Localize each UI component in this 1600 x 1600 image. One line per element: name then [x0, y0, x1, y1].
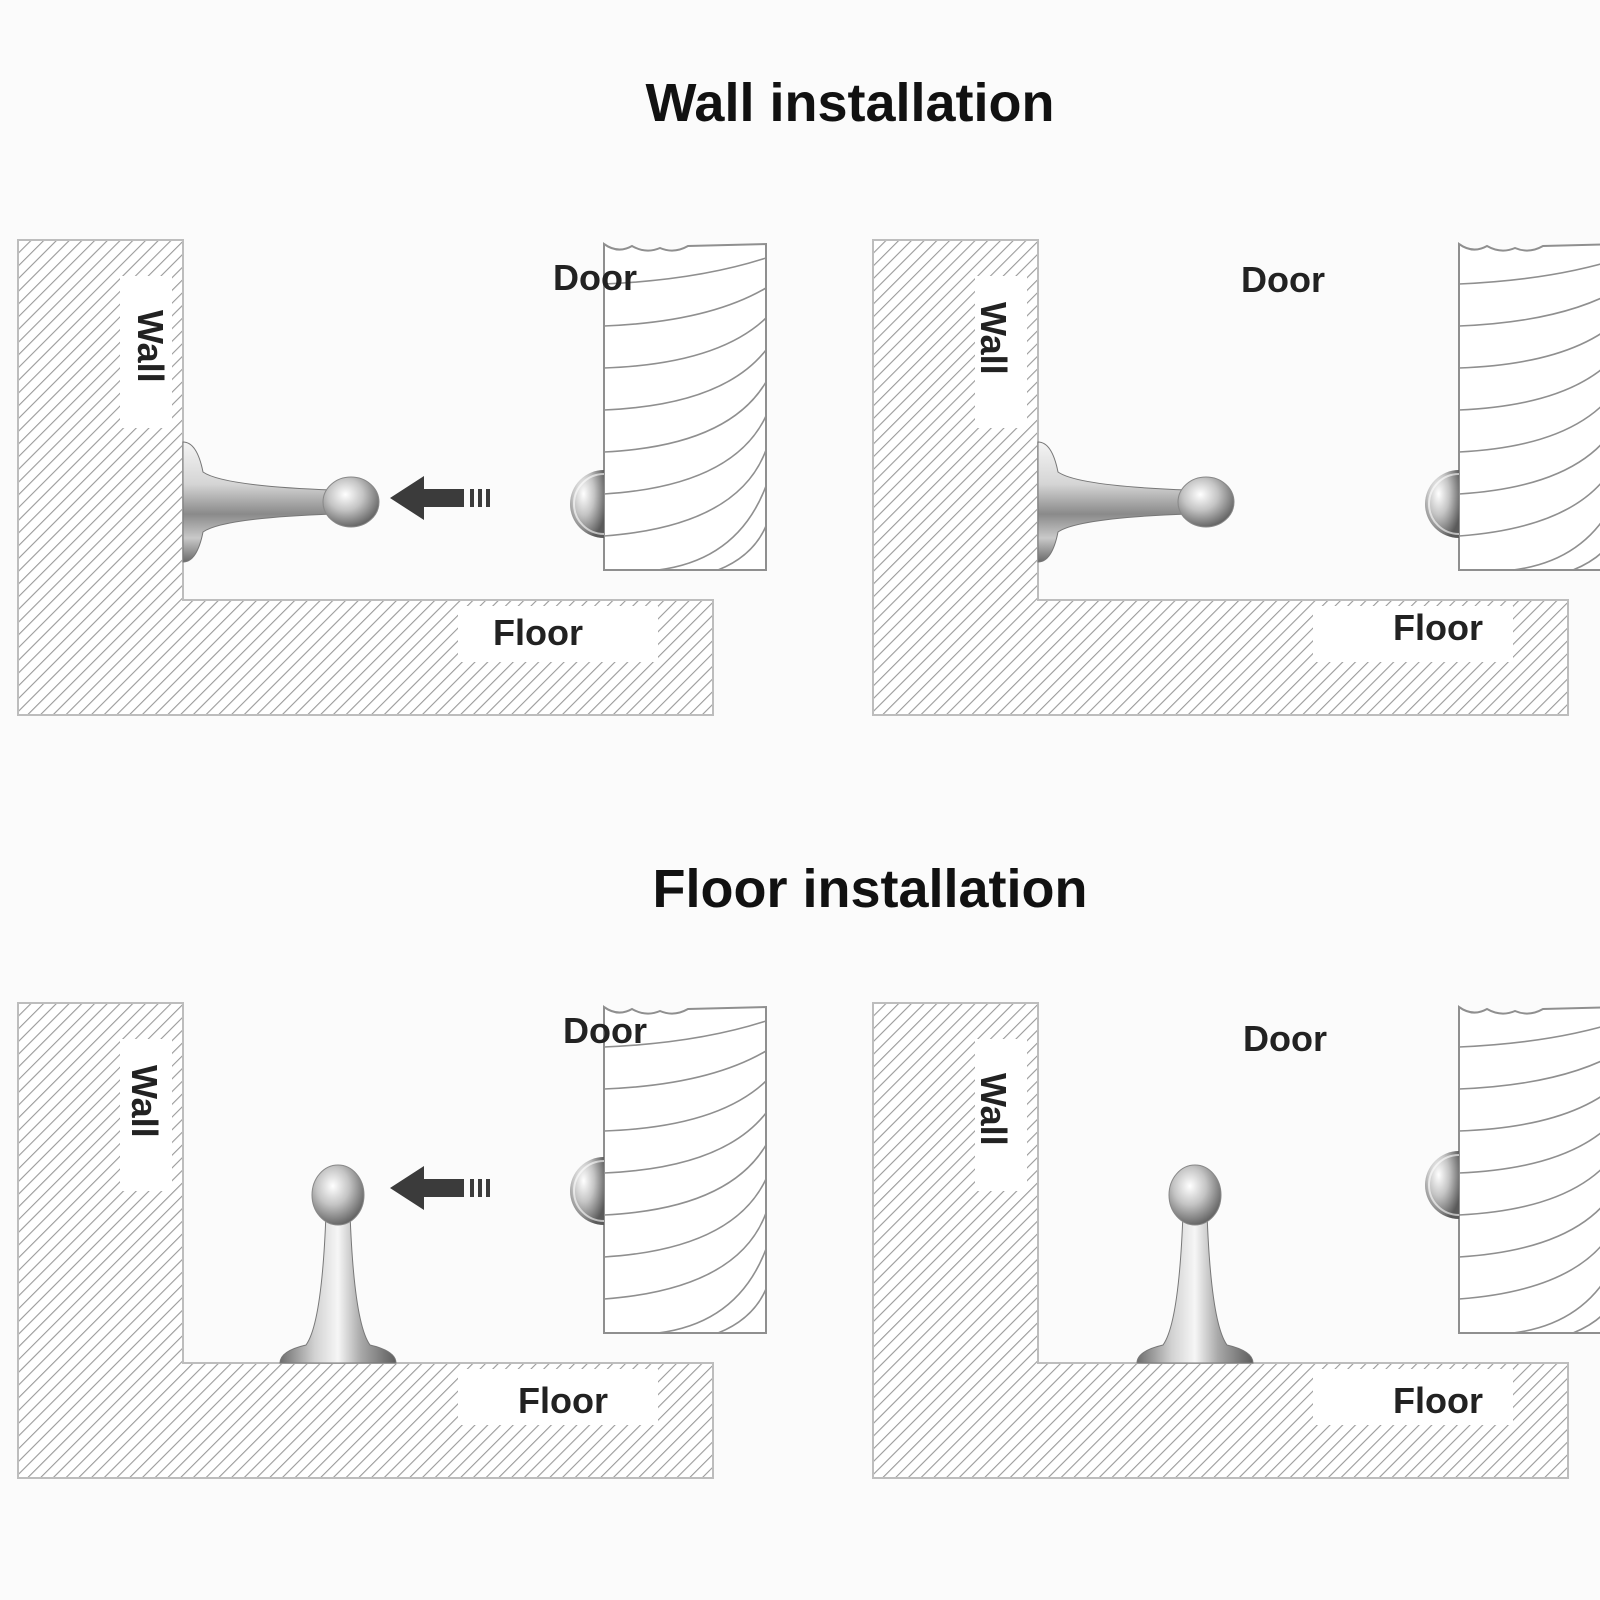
panel-wall-separated: Wall Door Floor	[17, 239, 767, 716]
panel-floor-attached: Wall Door Floor	[872, 1002, 1600, 1479]
magnetic-stopper-icon	[1037, 441, 1235, 563]
wall-label: Wall	[124, 1065, 165, 1138]
door-catch-icon	[1424, 469, 1460, 539]
door-catch-icon	[569, 1156, 605, 1226]
door-catch-icon	[1424, 1150, 1460, 1220]
door-label: Door	[563, 1010, 647, 1051]
magnetic-stopper-icon	[279, 1164, 397, 1364]
arrow-left-icon	[390, 476, 490, 520]
panel-floor-separated: Wall Door Floor	[17, 1002, 767, 1479]
floor-installation-title: Floor installation	[652, 859, 1088, 919]
door-label: Door	[553, 257, 637, 298]
door-catch-icon	[569, 469, 605, 539]
floor-label: Floor	[1393, 1380, 1483, 1421]
wall-installation-title: Wall installation	[645, 73, 1055, 133]
floor-label: Floor	[518, 1380, 608, 1421]
door-label: Door	[1243, 1018, 1327, 1059]
door-label: Door	[1241, 259, 1325, 300]
floor-label: Floor	[1393, 607, 1483, 648]
magnetic-stopper-icon	[1136, 1164, 1254, 1364]
panel-wall-attached: Wall Door Floor	[872, 239, 1600, 716]
floor-label: Floor	[493, 612, 583, 653]
magnetic-stopper-icon	[182, 441, 380, 563]
arrow-left-icon	[390, 1166, 490, 1210]
wall-label: Wall	[130, 310, 171, 383]
wall-label: Wall	[973, 1073, 1014, 1146]
wall-label: Wall	[973, 302, 1014, 375]
